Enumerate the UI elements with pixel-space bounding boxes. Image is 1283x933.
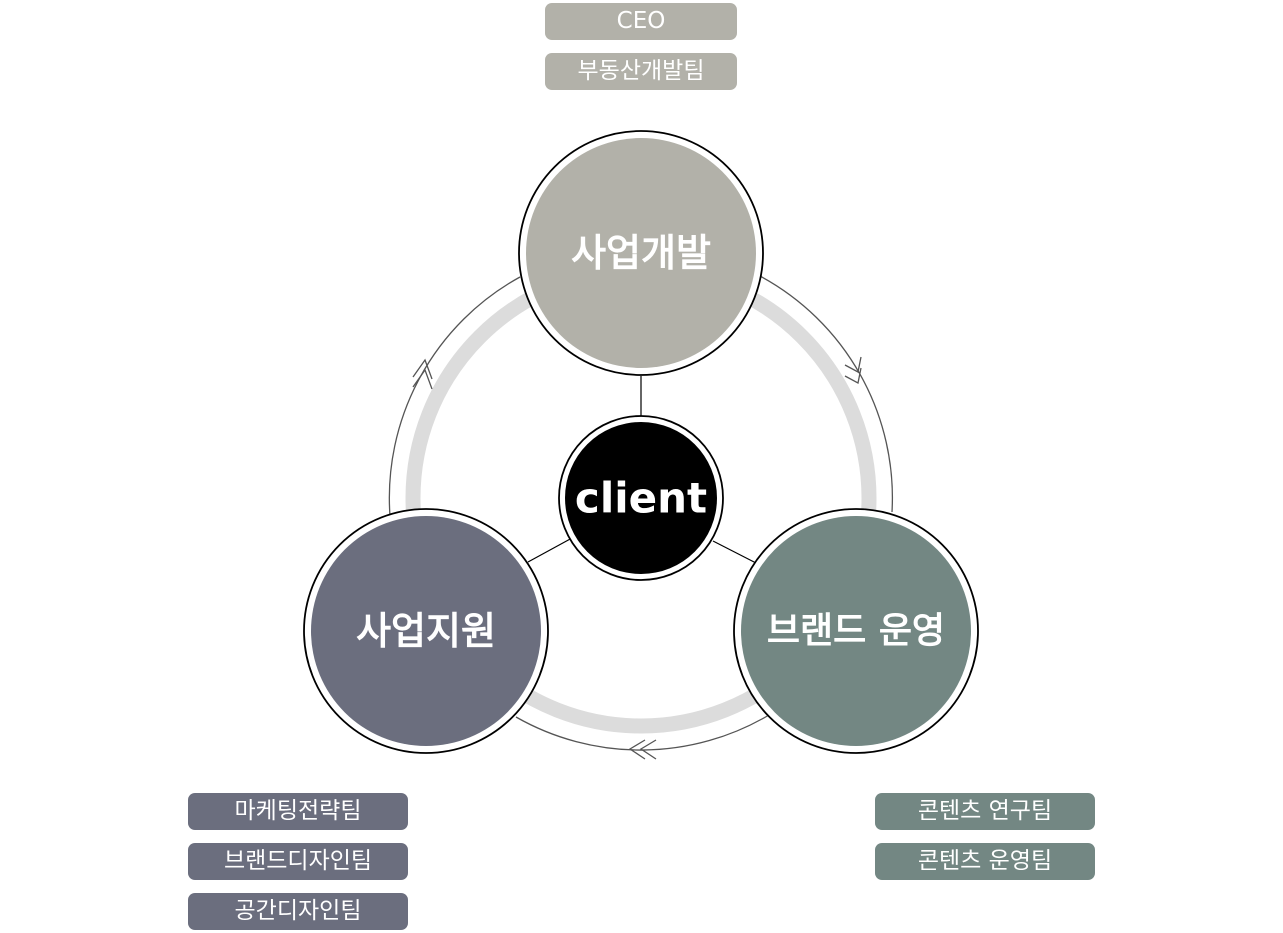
team-pill-content-operation: 콘텐츠 운영팀 [875, 843, 1095, 880]
team-pill-space-design: 공간디자인팀 [188, 893, 408, 930]
team-pill-real-estate-dev: 부동산개발팀 [545, 53, 737, 90]
node-label-business-support: 사업지원 [356, 609, 496, 653]
node-brand-operation: 브랜드 운영 [733, 508, 979, 754]
team-pill-content-research: 콘텐츠 연구팀 [875, 793, 1095, 830]
node-label-brand-operation: 브랜드 운영 [767, 611, 945, 652]
arrowhead-left-icon [412, 358, 433, 390]
team-pill-marketing-strategy: 마케팅전략팀 [188, 793, 408, 830]
connector-right [712, 540, 757, 564]
node-business-support: 사업지원 [303, 508, 549, 754]
connector-left [527, 537, 573, 563]
node-client: client [558, 415, 724, 581]
team-pill-ceo: CEO [545, 3, 737, 40]
node-label-client: client [575, 474, 707, 523]
arrow-top-to-right [759, 275, 894, 513]
arrowhead-right-icon [844, 356, 862, 384]
arrowhead-bottom-icon [628, 739, 657, 760]
node-business-development: 사업개발 [518, 130, 764, 376]
team-pill-brand-design: 브랜드디자인팀 [188, 843, 408, 880]
node-label-business-development: 사업개발 [571, 231, 711, 275]
